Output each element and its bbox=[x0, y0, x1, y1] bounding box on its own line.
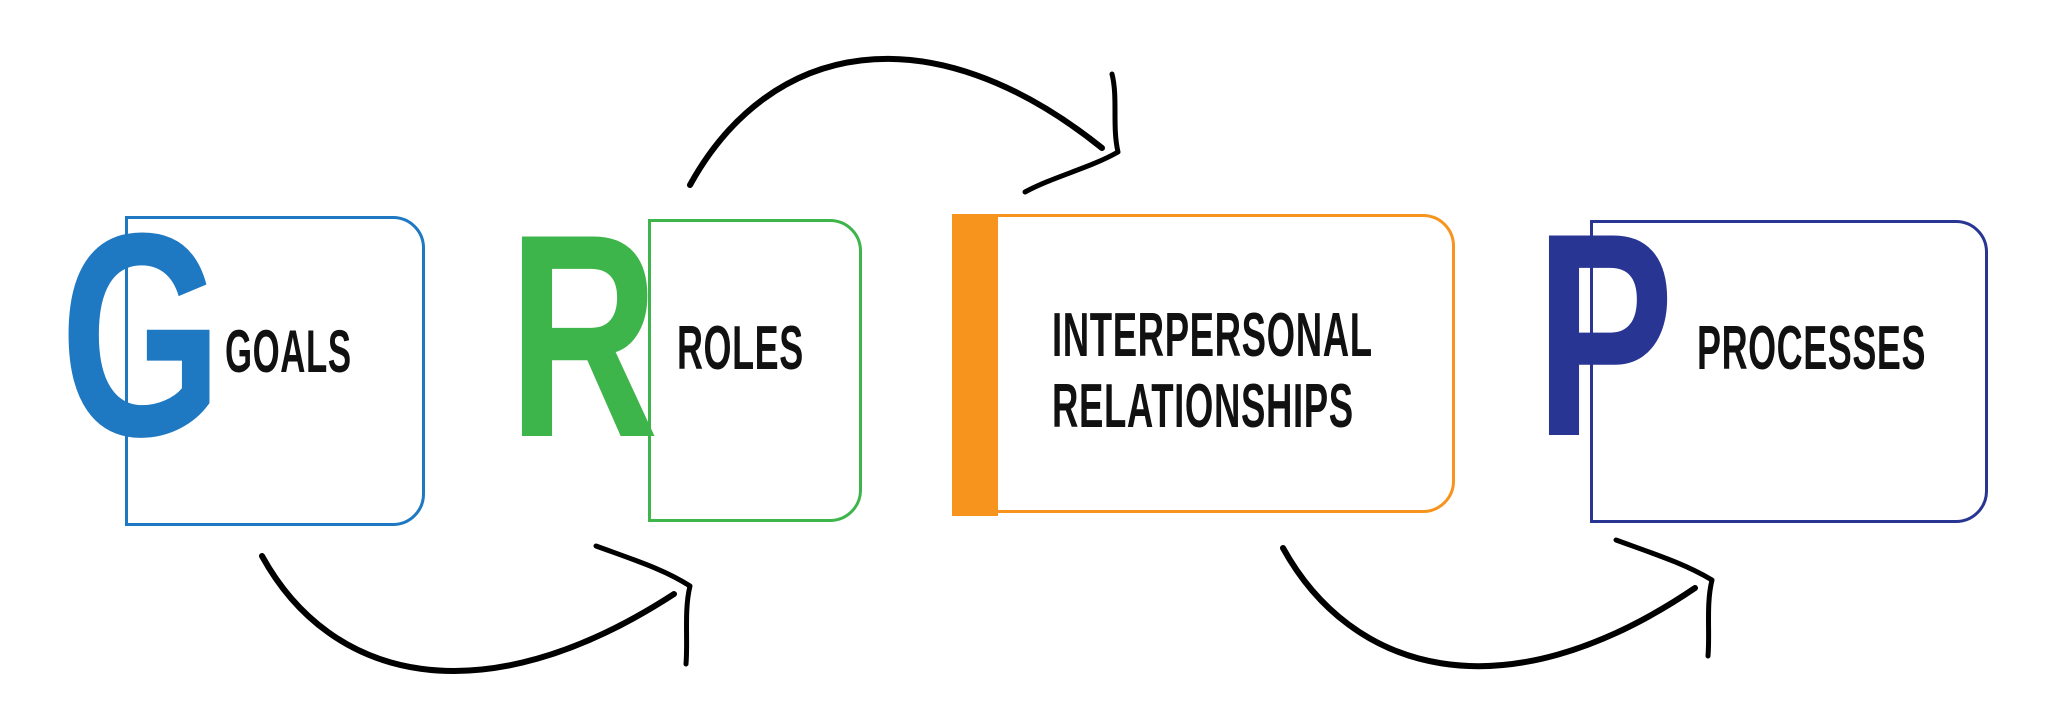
processes-card bbox=[1590, 220, 1988, 523]
arrow-interpersonal-to-processes bbox=[1280, 545, 1698, 670]
processes-initial-letter: P bbox=[1535, 173, 1675, 497]
arrow-roles-to-interpersonal bbox=[687, 56, 1105, 188]
interpersonal-label-line2: RELATIONSHIPS bbox=[1052, 372, 1354, 441]
goals-initial-letter: G bbox=[60, 173, 223, 497]
goals-card bbox=[125, 216, 425, 526]
arrowhead-roles-to-interpersonal bbox=[1022, 71, 1121, 195]
arrowhead-goals-to-roles bbox=[593, 543, 693, 667]
roles-label: ROLES bbox=[677, 314, 804, 383]
roles-initial-letter: R bbox=[508, 174, 659, 498]
roles-card bbox=[648, 219, 862, 522]
interpersonal-card bbox=[995, 214, 1455, 513]
interpersonal-label-line1: INTERPERSONAL bbox=[1052, 301, 1373, 370]
arrowhead-interpersonal-to-processes bbox=[1613, 537, 1715, 659]
processes-label: PROCESSES bbox=[1697, 314, 1927, 383]
goals-label: GOALS bbox=[225, 318, 352, 385]
interpersonal-initial-bar bbox=[952, 214, 998, 516]
arrow-goals-to-roles bbox=[259, 553, 677, 674]
